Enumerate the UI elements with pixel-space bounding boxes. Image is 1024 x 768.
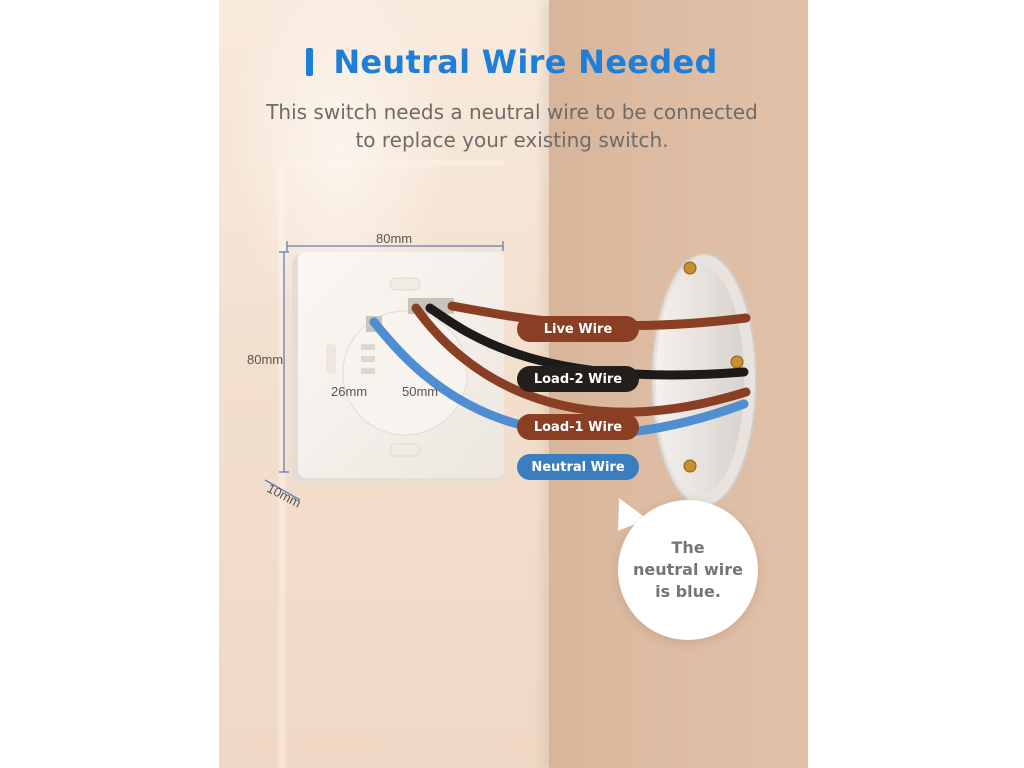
dimension-height-label: 80mm [247, 352, 284, 367]
callout-line-2: neutral wire [632, 560, 744, 579]
load2-wire-label: Load-2 Wire [517, 366, 639, 392]
subtitle-line-2: to replace your existing switch. [355, 128, 669, 152]
load1-wire-label: Load-1 Wire [517, 414, 639, 440]
neutral-callout-bubble: The neutral wire is blue. [618, 500, 758, 640]
wires [369, 301, 751, 439]
neutral-wire-label: Neutral Wire [517, 454, 639, 480]
neutral-wire [369, 317, 749, 439]
page-title: Neutral Wire Needed [333, 43, 718, 81]
dimension-inner-small-label: 26mm [331, 384, 368, 399]
dimension-width-label: 80mm [376, 231, 413, 246]
subtitle-line-1: This switch needs a neutral wire to be c… [266, 100, 758, 124]
callout-line-1: The [671, 538, 705, 557]
door-frame-blur [279, 160, 505, 768]
dimension-inner-large-label: 50mm [402, 384, 439, 399]
page-subtitle: This switch needs a neutral wire to be c… [0, 98, 1024, 154]
wall-box [651, 253, 757, 507]
title-accent-bar [306, 48, 314, 76]
callout-line-3: is blue. [655, 582, 721, 601]
live-wire-label: Live Wire [517, 316, 639, 342]
load1-wire [411, 303, 751, 417]
header: Neutral Wire Needed [0, 40, 1024, 84]
load2-wire [425, 303, 749, 380]
